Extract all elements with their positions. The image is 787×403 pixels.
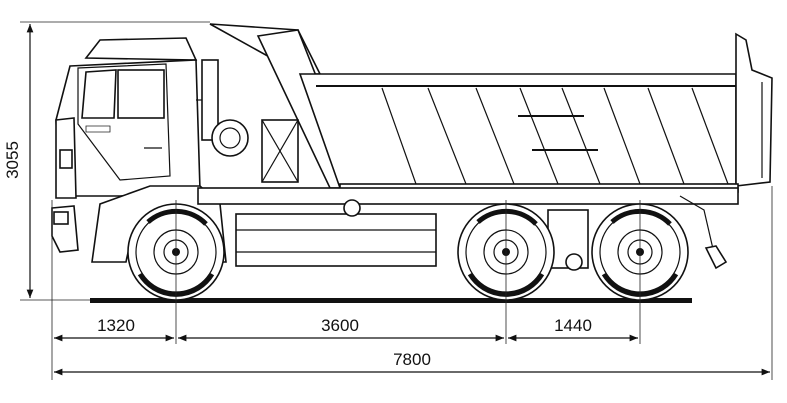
ground-line: [90, 298, 692, 303]
chassis: [197, 119, 739, 271]
wheelbase-label: 3600: [321, 316, 359, 335]
bogie-label: 1440: [554, 316, 592, 335]
total-length-label: 7800: [393, 350, 431, 369]
height-label: 3055: [3, 141, 22, 179]
truck-cab: [51, 37, 227, 263]
front-overhang-label: 1320: [97, 316, 135, 335]
dimension-lines: [20, 21, 773, 380]
